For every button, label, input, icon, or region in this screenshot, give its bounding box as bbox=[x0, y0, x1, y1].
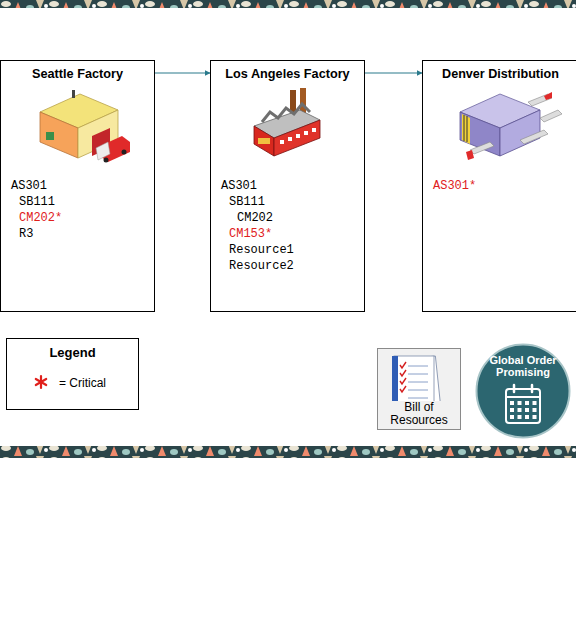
top-band bbox=[0, 0, 576, 8]
icon-caption: Bill of Resources bbox=[380, 401, 458, 427]
site-title: Denver Distribution bbox=[423, 66, 576, 82]
legend-text: = Critical bbox=[59, 376, 106, 390]
legend-box: Legend = Critical bbox=[6, 338, 139, 410]
warehouse-icon bbox=[40, 90, 130, 163]
item-code: CM202* bbox=[19, 210, 154, 226]
site-box: Seattle FactoryAS301SB111CM202*R3 bbox=[0, 60, 155, 312]
item-code: AS301* bbox=[433, 178, 576, 194]
bottom-band bbox=[0, 446, 576, 458]
site-title: Los Angeles Factory bbox=[211, 66, 364, 82]
item-code: SB111 bbox=[19, 194, 154, 210]
site-box: Los Angeles FactoryAS301SB111CM202CM153*… bbox=[210, 60, 365, 312]
item-code: R3 bbox=[19, 226, 154, 242]
critical-asterisk bbox=[36, 376, 46, 388]
site-title: Seattle Factory bbox=[1, 66, 154, 82]
circle-label: Global Order Promising bbox=[485, 354, 561, 378]
item-code: Resource2 bbox=[229, 258, 364, 274]
distribution-center-icon bbox=[460, 92, 562, 160]
item-code: AS301 bbox=[11, 178, 154, 194]
icon-box: Bill of Resources bbox=[377, 348, 461, 430]
factory-icon bbox=[254, 88, 320, 156]
legend-title: Legend bbox=[7, 345, 138, 360]
item-code: Resource1 bbox=[229, 242, 364, 258]
item-code: CM153* bbox=[229, 226, 364, 242]
item-code: AS301 bbox=[221, 178, 364, 194]
flow-arrow bbox=[365, 72, 422, 73]
site-box: Denver DistributionAS301* bbox=[422, 60, 576, 312]
circle-node: Global Order Promising bbox=[475, 343, 571, 439]
circle-shape bbox=[477, 345, 570, 438]
bill-of-resources-icon bbox=[378, 349, 460, 429]
calendar-icon bbox=[506, 385, 540, 423]
item-code: SB111 bbox=[229, 194, 364, 210]
flow-arrow bbox=[155, 72, 210, 73]
item-code: CM202 bbox=[237, 210, 364, 226]
